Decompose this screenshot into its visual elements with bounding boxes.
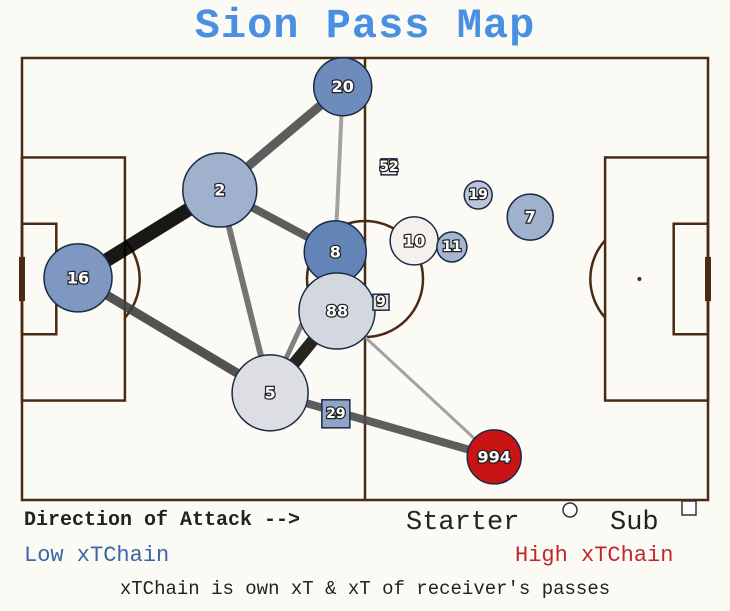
player-node-16 <box>43 243 113 313</box>
sub-marker-icon <box>681 500 697 516</box>
player-label-19: 19 <box>468 187 487 203</box>
player-label-8: 8 <box>330 242 341 261</box>
player-label-29: 29 <box>326 406 345 422</box>
starter-marker-icon <box>562 502 578 518</box>
legend-high-xtchain: High xTChain <box>515 543 674 568</box>
right-goal <box>705 256 711 302</box>
legend-sub: Sub <box>610 508 659 538</box>
player-label-9: 9 <box>376 294 386 310</box>
chart-title: Sion Pass Map <box>194 2 536 50</box>
legend-low-xtchain: Low xTChain <box>24 543 170 568</box>
right-penalty-arc <box>589 239 607 319</box>
player-label-20: 20 <box>332 77 354 96</box>
xtchain-note: xTChain is own xT & xT of receiver's pas… <box>119 578 611 600</box>
player-label-7: 7 <box>525 208 536 227</box>
player-node-5 <box>231 354 309 432</box>
player-label-10: 10 <box>403 231 425 250</box>
player-node-9 <box>372 293 390 311</box>
player-node-19 <box>463 180 493 210</box>
right-six-yard-box <box>672 222 710 336</box>
direction-of-attack-label: Direction of Attack --> <box>24 509 301 532</box>
penalty-spot <box>637 277 642 281</box>
right-penalty-box <box>603 156 710 402</box>
player-node-88 <box>298 272 376 350</box>
player-label-994: 994 <box>477 447 510 466</box>
legend-starter: Starter <box>406 508 520 538</box>
player-node-20 <box>312 56 373 117</box>
player-label-16: 16 <box>67 268 89 287</box>
player-node-29 <box>321 399 351 429</box>
player-node-7 <box>506 193 554 241</box>
player-label-2: 2 <box>214 181 225 200</box>
player-node-11 <box>436 231 468 263</box>
player-node-52 <box>380 158 398 176</box>
player-label-88: 88 <box>326 302 348 321</box>
player-label-52: 52 <box>379 159 398 175</box>
pass-link-5-994 <box>269 388 496 461</box>
player-label-11: 11 <box>442 239 461 255</box>
player-label-5: 5 <box>265 383 276 402</box>
left-goal <box>19 256 25 302</box>
player-node-994 <box>466 429 522 485</box>
player-node-2 <box>182 152 258 228</box>
